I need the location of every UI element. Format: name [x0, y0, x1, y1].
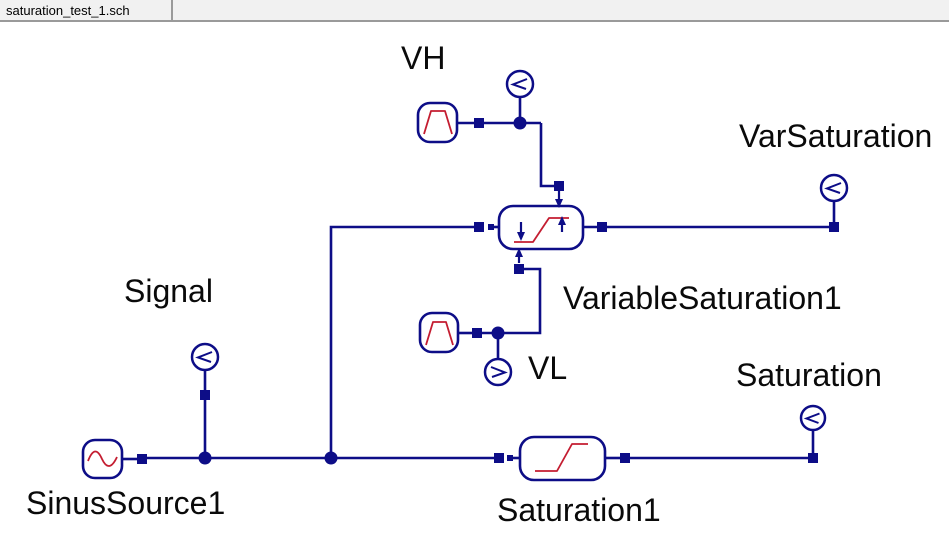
ramp-source-vl-component[interactable]: [418, 311, 482, 354]
up-arrow-icon: [558, 216, 566, 225]
port-square: [474, 118, 484, 128]
label-varsaturation[interactable]: VarSaturation: [739, 118, 933, 154]
junction-dot: [198, 451, 212, 465]
terminal-square: [829, 222, 839, 232]
sine-source-component[interactable]: [81, 438, 147, 480]
label-signal[interactable]: Signal: [124, 273, 213, 309]
probe-chevron-icon: [490, 366, 508, 378]
probe-chevron-icon: [803, 412, 820, 424]
port-square: [472, 328, 482, 338]
port-square: [474, 222, 484, 232]
down-arrow-icon: [555, 199, 563, 208]
junction-dot: [513, 116, 527, 130]
voltage-probe-signal[interactable]: [190, 342, 220, 400]
saturation-component[interactable]: [494, 435, 630, 482]
voltage-probe-saturation[interactable]: [799, 404, 827, 463]
port-square: [620, 453, 630, 463]
up-arrow-icon: [515, 248, 523, 257]
down-arrow-icon: [517, 232, 525, 241]
junction-dot: [491, 326, 505, 340]
port-square: [597, 222, 607, 232]
port-square: [494, 453, 504, 463]
tab-saturation-test[interactable]: saturation_test_1.sch: [0, 0, 173, 20]
variable-saturation-component[interactable]: [474, 181, 607, 274]
tab-bar: saturation_test_1.sch: [0, 0, 949, 22]
ramp-wave-icon: [423, 110, 453, 135]
junction-dot: [324, 451, 338, 465]
voltage-probe-vh[interactable]: [505, 69, 535, 99]
sine-wave-icon: [87, 450, 118, 467]
port-square: [200, 390, 210, 400]
label-saturation[interactable]: Saturation: [736, 357, 882, 393]
probe-chevron-icon: [824, 182, 842, 194]
probe-chevron-icon: [195, 351, 213, 363]
probe-chevron-icon: [510, 78, 528, 90]
label-saturation1[interactable]: Saturation1: [497, 492, 661, 528]
voltage-probe-varsaturation[interactable]: [819, 173, 849, 232]
terminal-square: [808, 453, 818, 463]
junctions: [198, 116, 527, 465]
wire[interactable]: [329, 225, 474, 457]
saturation-curve-icon: [535, 443, 588, 472]
ramp-wave-icon: [425, 321, 454, 346]
label-vh[interactable]: VH: [401, 40, 446, 76]
port-square: [554, 181, 564, 191]
saturation-curve-icon: [514, 217, 569, 243]
voltage-probe-vl[interactable]: [483, 357, 513, 387]
wires: [147, 97, 836, 460]
wire[interactable]: [539, 123, 555, 188]
port-square: [137, 454, 147, 464]
ramp-source-vh-component[interactable]: [416, 101, 484, 144]
label-variablesaturation1[interactable]: VariableSaturation1: [563, 280, 842, 316]
label-sinussource1[interactable]: SinusSource1: [26, 485, 226, 521]
wire[interactable]: [481, 267, 542, 335]
label-vl[interactable]: VL: [528, 350, 568, 386]
port-square: [514, 264, 524, 274]
